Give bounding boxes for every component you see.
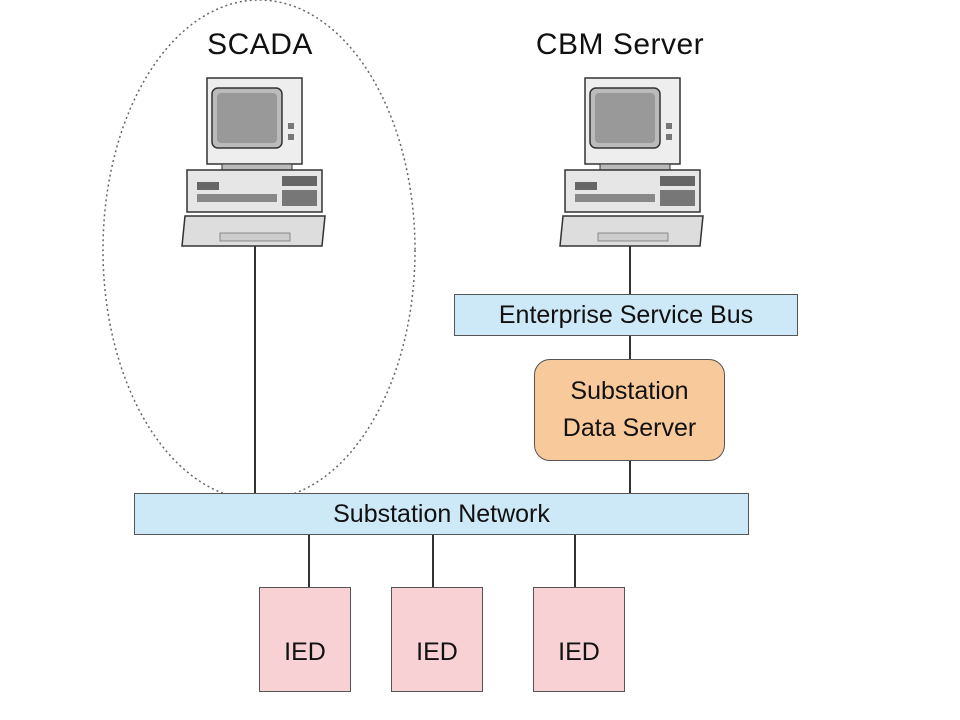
- network-to-ied-1-connector: [308, 534, 310, 587]
- cbm-to-esb-connector: [629, 246, 631, 294]
- scada-connector: [254, 246, 256, 494]
- ied-label: IED: [416, 638, 458, 666]
- cbm-server-label: CBM Server: [535, 28, 705, 61]
- substation-data-server: Substation Data Server: [534, 359, 725, 461]
- ied-box: IED: [259, 587, 351, 692]
- substation-network: Substation Network: [134, 493, 749, 535]
- network-to-ied-2-connector: [432, 534, 434, 587]
- ied-box: IED: [533, 587, 625, 692]
- ied-label: IED: [558, 638, 600, 666]
- ied-box: IED: [391, 587, 483, 692]
- enterprise-service-bus: Enterprise Service Bus: [454, 294, 798, 336]
- data-server-label-line1: Substation: [570, 377, 689, 405]
- ied-label: IED: [284, 638, 326, 666]
- enterprise-service-bus-label: Enterprise Service Bus: [498, 300, 754, 329]
- data-server-label-line2: Data Server: [562, 414, 697, 442]
- esb-to-dataserver-connector: [629, 335, 631, 359]
- substation-network-label: Substation Network: [333, 499, 550, 528]
- network-to-ied-3-connector: [574, 534, 576, 587]
- dataserver-to-network-connector: [629, 461, 631, 493]
- scada-label: SCADA: [207, 28, 313, 61]
